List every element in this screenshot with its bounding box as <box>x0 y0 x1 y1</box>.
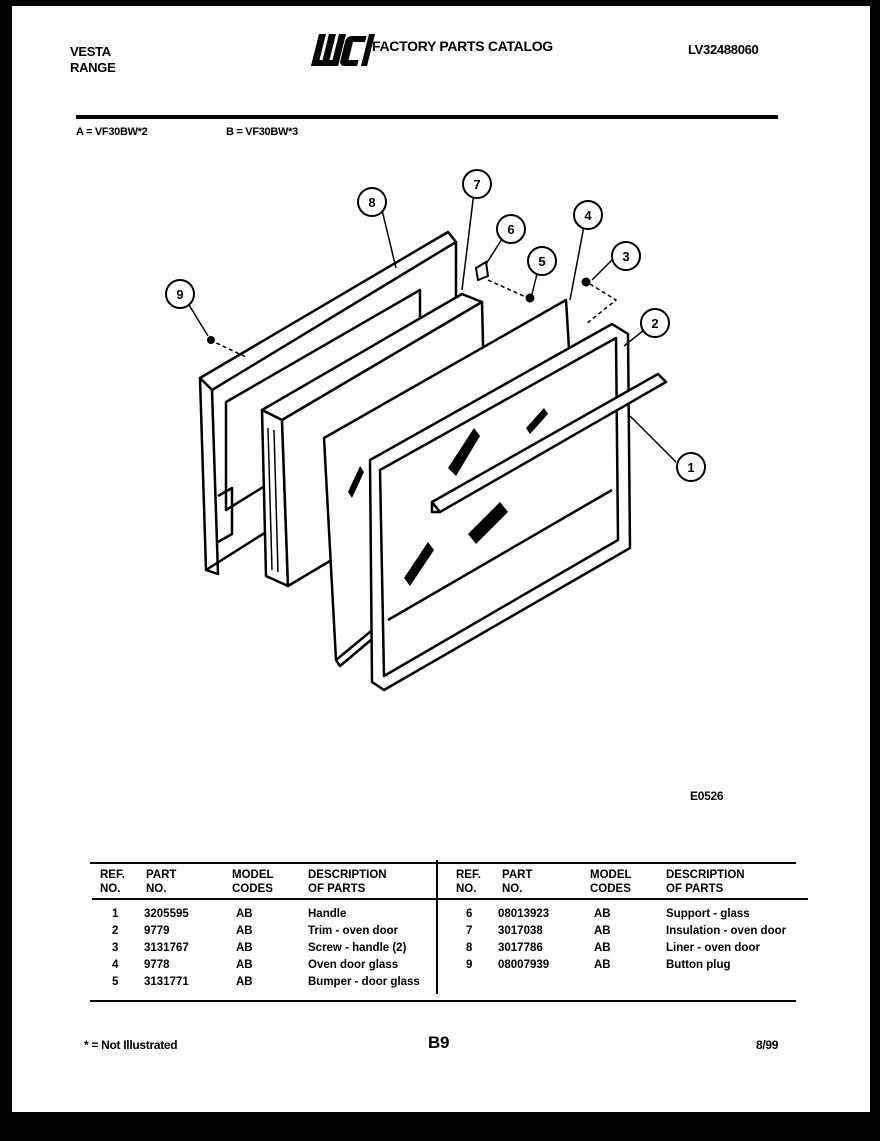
wci-logo <box>311 34 376 66</box>
callout-7: 7 <box>473 177 480 192</box>
handle-part <box>430 372 668 514</box>
product-type: RANGE <box>70 60 116 75</box>
callout-6: 6 <box>507 222 514 237</box>
glass-reflections <box>348 408 548 586</box>
callout-labels: 1 2 3 4 5 6 7 8 9 <box>176 177 694 475</box>
page-number: B9 <box>428 1033 450 1052</box>
callout-1: 1 <box>687 460 694 475</box>
callout-circles <box>165 169 706 482</box>
callout-2: 2 <box>651 316 658 331</box>
catalog-title: FACTORY PARTS CATALOG <box>372 38 553 54</box>
header-rule <box>76 115 778 119</box>
model-b: B = VF30BW*3 <box>226 126 298 138</box>
leader-lines <box>185 191 677 463</box>
footnote: * = Not Illustrated <box>84 1038 178 1052</box>
callout-9: 9 <box>176 287 183 302</box>
callout-5: 5 <box>538 254 545 269</box>
brand-name: VESTA <box>70 44 111 59</box>
table-divider <box>436 860 438 994</box>
callout-8: 8 <box>368 195 375 210</box>
model-a: A = VF30BW*2 <box>76 126 148 138</box>
brand-block: VESTA RANGE <box>70 44 116 76</box>
header-ref: REF.NO. <box>100 869 125 895</box>
callout-3: 3 <box>622 249 629 264</box>
catalog-number: LV32488060 <box>688 42 759 57</box>
revision-date: 8/99 <box>756 1038 779 1052</box>
header-ref: REF.NO. <box>456 869 481 895</box>
table-bottom-rule <box>90 1000 796 1002</box>
callout-4: 4 <box>584 208 592 223</box>
oven-door-exploded-diagram: 1 2 3 4 5 6 7 8 9 <box>165 169 706 692</box>
figure-code: E0526 <box>690 789 724 803</box>
table-top-rule <box>90 862 796 864</box>
